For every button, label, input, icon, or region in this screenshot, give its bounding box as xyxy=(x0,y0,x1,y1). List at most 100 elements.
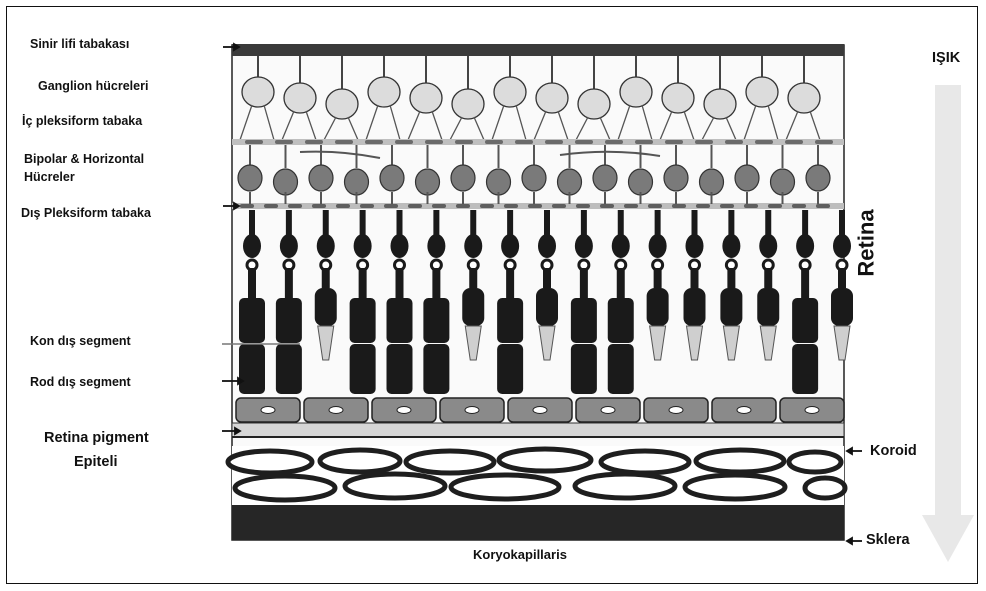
label-inner-plexiform: İç pleksiform tabaka xyxy=(22,113,142,130)
rod-inner-segment xyxy=(239,298,265,343)
bipolar-cell xyxy=(735,165,759,191)
rod-outer-segment xyxy=(350,344,376,394)
bipolar-cell xyxy=(771,169,795,195)
synapse-mark xyxy=(305,140,323,144)
cone-inner xyxy=(764,268,772,288)
synapse-mark xyxy=(515,140,533,144)
ganglion-cell xyxy=(746,77,778,107)
bipolar-cell xyxy=(309,165,333,191)
rod-outer-segment xyxy=(276,344,302,394)
ganglion-cell xyxy=(788,83,820,113)
rod-outer-segment xyxy=(239,344,265,394)
cone-inner xyxy=(469,268,477,288)
synapse-mark xyxy=(312,204,326,208)
synapse-mark xyxy=(240,204,254,208)
photoreceptor-nucleus xyxy=(427,234,445,258)
rpe-nucleus xyxy=(465,407,479,414)
rod-inner xyxy=(580,268,588,298)
rod-outer-segment xyxy=(571,344,597,394)
synapse-mark xyxy=(576,204,590,208)
label-light: IŞIK xyxy=(932,48,960,68)
bipolar-cell xyxy=(274,169,298,195)
rpe-nucleus xyxy=(669,407,683,414)
bipolar-cell xyxy=(451,165,475,191)
ganglion-cell xyxy=(578,89,610,119)
photoreceptor-nucleus xyxy=(243,234,261,258)
synapse-mark xyxy=(605,140,623,144)
label-nerve-fiber: Sinir lifi tabakası xyxy=(30,36,129,53)
cone-inner xyxy=(691,268,699,288)
synapse-mark xyxy=(360,204,374,208)
photoreceptor-nucleus xyxy=(759,234,777,258)
label-rpe-2: Epiteli xyxy=(74,452,118,472)
bipolar-cell xyxy=(700,169,724,195)
choroid-vessel xyxy=(345,474,445,498)
rod-outer-segment xyxy=(792,344,818,394)
photoreceptor-nucleus xyxy=(612,234,630,258)
synapse-mark xyxy=(575,140,593,144)
cone-inner-segment xyxy=(647,288,669,326)
synapse-mark xyxy=(624,204,638,208)
synapse-mark xyxy=(600,204,614,208)
rod-inner xyxy=(801,268,809,298)
rod-outer-segment xyxy=(608,344,634,394)
bipolar-cell xyxy=(629,169,653,195)
cone-inner xyxy=(543,268,551,288)
label-sklera: Sklera xyxy=(866,530,910,550)
synapse-mark xyxy=(648,204,662,208)
choroid-vessel xyxy=(575,474,675,498)
synapse-mark xyxy=(720,204,734,208)
synapse-mark xyxy=(672,204,686,208)
label-bipolar-1: Bipolar & Horizontal xyxy=(24,151,144,168)
synapse-mark xyxy=(792,204,806,208)
photoreceptor-nucleus xyxy=(501,234,519,258)
label-koryokapillaris: Koryokapillaris xyxy=(473,546,567,563)
sclera-band xyxy=(232,505,844,540)
synapse-mark xyxy=(425,140,443,144)
rpe-nucleus xyxy=(329,407,343,414)
cone-inner-segment xyxy=(720,288,742,326)
synapse-mark xyxy=(395,140,413,144)
photoreceptor-nucleus xyxy=(391,234,409,258)
cone-inner xyxy=(727,268,735,288)
choroid-vessel xyxy=(228,451,312,473)
ganglion-cell xyxy=(620,77,652,107)
ganglion-cell xyxy=(662,83,694,113)
rod-inner-segment xyxy=(497,298,523,343)
rod-inner xyxy=(285,268,293,298)
choroid-vessel xyxy=(601,451,689,473)
synapse-mark xyxy=(455,140,473,144)
synapse-mark xyxy=(245,140,263,144)
rpe-nucleus xyxy=(805,407,819,414)
synapse-mark xyxy=(365,140,383,144)
rod-inner xyxy=(248,268,256,298)
ganglion-cell xyxy=(242,77,274,107)
ganglion-cell xyxy=(368,77,400,107)
choroid-vessel xyxy=(451,475,559,499)
rod-inner xyxy=(359,268,367,298)
photoreceptor-nucleus xyxy=(833,234,851,258)
label-cone-outer: Kon dış segment xyxy=(30,333,131,350)
cone-inner xyxy=(654,268,662,288)
cone-inner-segment xyxy=(315,288,337,326)
synapse-mark xyxy=(432,204,446,208)
rod-inner-segment xyxy=(276,298,302,343)
choroid-vessel xyxy=(805,478,845,498)
bipolar-cell xyxy=(558,169,582,195)
rod-inner-segment xyxy=(608,298,634,343)
synapse-mark xyxy=(815,140,833,144)
cone-inner-segment xyxy=(536,288,558,326)
choroid-vessel xyxy=(406,451,494,473)
rod-inner-segment xyxy=(571,298,597,343)
cone-inner xyxy=(322,268,330,288)
bipolar-cell xyxy=(416,169,440,195)
choroid-vessel xyxy=(235,476,335,500)
choroid-vessel xyxy=(499,449,591,471)
synapse-mark xyxy=(665,140,683,144)
photoreceptor-nucleus xyxy=(575,234,593,258)
rod-inner xyxy=(432,268,440,298)
photoreceptor-nucleus xyxy=(796,234,814,258)
rod-inner-segment xyxy=(350,298,376,343)
bipolar-cell xyxy=(522,165,546,191)
synapse-mark xyxy=(725,140,743,144)
